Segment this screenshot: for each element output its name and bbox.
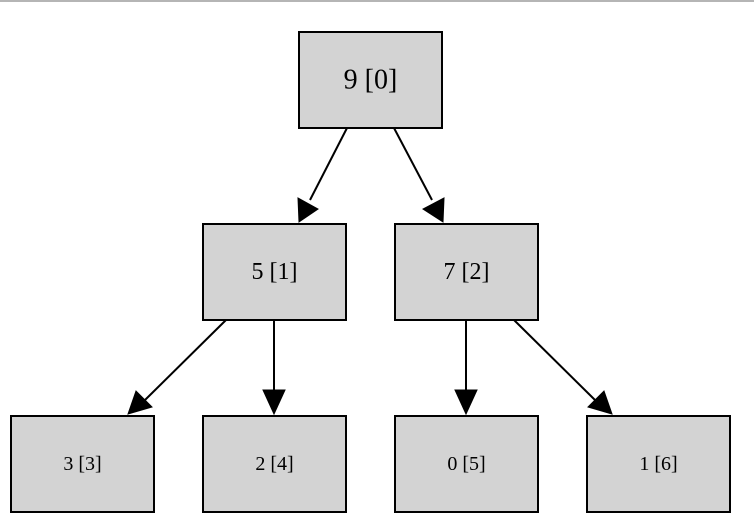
node-level1-left: 5 [1] xyxy=(202,223,347,321)
node-level2-3: 0 [5] xyxy=(394,415,539,513)
node-level2-1: 3 [3] xyxy=(10,415,155,513)
edge-n0-n2 xyxy=(393,127,445,223)
arrowhead-icon xyxy=(587,390,613,415)
arrowhead-icon xyxy=(262,389,286,416)
tree-nodes: 9 [0] 5 [1] 7 [2] 3 [3] 2 [4] 0 [5] 1 [6… xyxy=(10,31,731,513)
edge-n0-n1 xyxy=(297,127,348,223)
tree-edges xyxy=(127,127,613,416)
node-level2-2: 2 [4] xyxy=(202,415,347,513)
node-label: 9 [0] xyxy=(344,65,398,96)
node-label: 0 [5] xyxy=(447,453,485,475)
arrowhead-icon xyxy=(297,197,319,223)
node-label: 2 [4] xyxy=(255,453,293,475)
node-label: 1 [6] xyxy=(639,453,677,475)
arrowhead-icon xyxy=(127,390,153,415)
node-root: 9 [0] xyxy=(298,31,443,129)
node-label: 3 [3] xyxy=(63,453,101,475)
node-label: 7 [2] xyxy=(444,259,490,285)
edge-n2-n6 xyxy=(513,319,613,415)
node-level1-right: 7 [2] xyxy=(394,223,539,321)
window-top-border xyxy=(0,0,754,2)
edge-n2-n5 xyxy=(454,320,478,416)
arrowhead-icon xyxy=(422,197,445,223)
edge-n1-n4 xyxy=(262,320,286,416)
edge-n1-n3 xyxy=(127,319,227,415)
arrowhead-icon xyxy=(454,389,478,416)
node-level2-4: 1 [6] xyxy=(586,415,731,513)
node-label: 5 [1] xyxy=(252,259,298,285)
